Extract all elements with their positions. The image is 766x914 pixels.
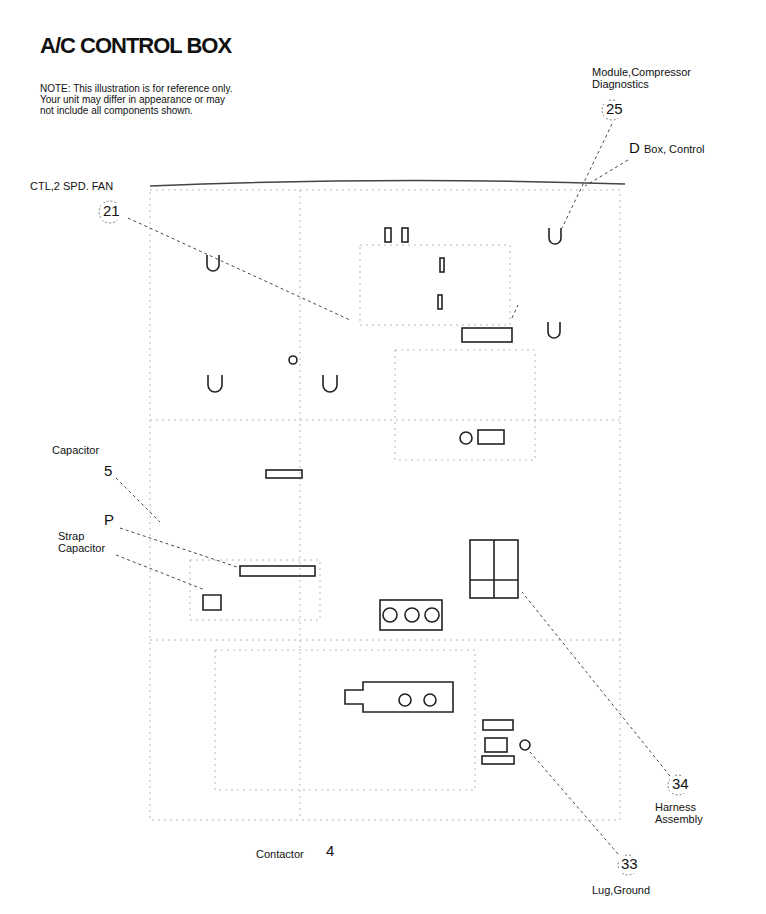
page-title: A/C CONTROL BOX bbox=[40, 34, 231, 58]
callout-letter: P bbox=[104, 512, 114, 529]
part-name: Capacitor bbox=[52, 444, 99, 456]
callout-number: 33 bbox=[619, 856, 640, 873]
part-name: Box, Control bbox=[644, 143, 705, 155]
part-name: Lug,Ground bbox=[592, 884, 650, 896]
part-name: Module,Compressor Diagnostics bbox=[592, 66, 732, 90]
callout-number: 34 bbox=[670, 776, 691, 793]
part-name: Contactor bbox=[256, 848, 304, 860]
part-name: Strap Capacitor bbox=[58, 530, 118, 554]
callout-number: 21 bbox=[101, 203, 122, 220]
callout-number: 25 bbox=[604, 101, 625, 118]
part-name: Harness Assembly bbox=[655, 801, 725, 825]
callout-number: 4 bbox=[326, 843, 334, 860]
callout-letter: D bbox=[627, 140, 642, 157]
callout-number: 5 bbox=[104, 463, 112, 480]
part-name: CTL,2 SPD. FAN bbox=[30, 180, 113, 192]
note-text: NOTE: This illustration is for reference… bbox=[40, 83, 240, 116]
